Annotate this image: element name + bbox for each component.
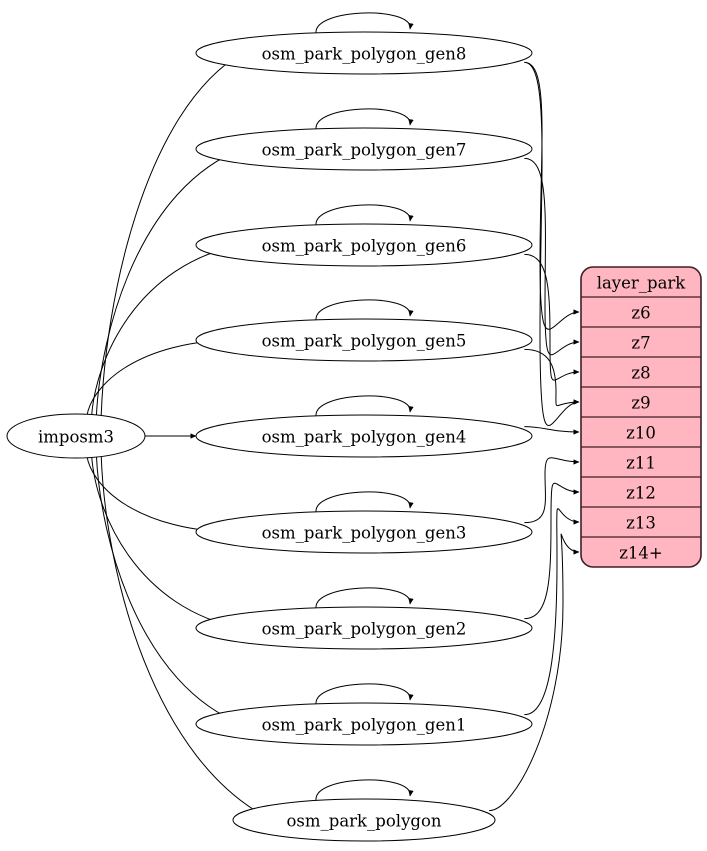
edge-gen6-to-z8 — [524, 253, 580, 381]
node-gen2-label: osm_park_polygon_gen2 — [262, 620, 467, 639]
node-gen6[interactable]: osm_park_polygon_gen6 — [195, 223, 533, 267]
node-imposm3[interactable]: imposm3 — [6, 413, 146, 459]
edge-gen8-to-z6 — [524, 61, 580, 330]
node-gen8-shape — [195, 31, 533, 75]
node-base-shape — [232, 798, 496, 842]
self-loop-gen7 — [315, 108, 414, 130]
edge-imposm3-to-gen7 — [95, 147, 244, 417]
node-gen7-shape — [195, 127, 533, 171]
nodes-ellipses: imposm3 osm_park_polygon_gen8 osm_park_pol… — [6, 31, 533, 842]
layer-park-row-z11[interactable]: z11 — [626, 454, 656, 473]
layer-park-row-z13[interactable]: z13 — [626, 514, 656, 533]
layer-park-row-z10[interactable]: z10 — [626, 424, 656, 443]
node-base[interactable]: osm_park_polygon — [232, 798, 496, 842]
node-gen1-label: osm_park_polygon_gen1 — [262, 716, 467, 735]
node-gen5-shape — [195, 318, 533, 362]
edge-imposm3-to-gen6 — [91, 242, 244, 417]
edge-imposm3-to-gen2 — [91, 455, 244, 631]
edge-gen2-to-z12 — [524, 482, 580, 620]
node-gen6-shape — [195, 223, 533, 267]
layer-park-record: layer_park z6 z7 z8 z9 z10 z11 z12 z13 z14+ — [580, 266, 702, 568]
node-gen4[interactable]: osm_park_polygon_gen4 — [195, 414, 533, 458]
layer-park-row-z9[interactable]: z9 — [631, 394, 650, 413]
edge-gen4-to-z10 — [524, 426, 580, 435]
edge-base-to-z14+ — [489, 533, 580, 812]
node-imposm3-label: imposm3 — [38, 428, 114, 447]
layer-park-row-z12[interactable]: z12 — [626, 484, 656, 503]
edge-gen8-to-z9 — [524, 61, 580, 427]
edge-gen1-to-z13 — [524, 508, 580, 716]
edge-imposm3-to-gen8 — [100, 51, 244, 417]
node-gen4-label: osm_park_polygon_gen4 — [262, 428, 467, 447]
self-loop-gen1 — [315, 683, 414, 705]
node-gen5-label: osm_park_polygon_gen5 — [262, 332, 467, 351]
layer-park-header-label: layer_park — [597, 274, 687, 293]
node-imposm3-shape — [6, 413, 146, 459]
node-base-label: osm_park_polygon — [286, 812, 441, 831]
node-gen7-label: osm_park_polygon_gen7 — [262, 141, 467, 160]
self-loop-gen4 — [315, 395, 414, 417]
node-gen8[interactable]: osm_park_polygon_gen8 — [195, 31, 533, 75]
self-loop-gen8 — [315, 12, 414, 34]
node-gen8-label: osm_park_polygon_gen8 — [262, 45, 467, 64]
self-loop-gen3 — [315, 491, 414, 513]
self-loop-gen6 — [315, 204, 414, 226]
node-gen3-shape — [195, 510, 533, 554]
node-gen6-label: osm_park_polygon_gen6 — [262, 237, 467, 256]
node-gen5[interactable]: osm_park_polygon_gen5 — [195, 318, 533, 362]
edges-tables-to-layer — [489, 61, 580, 812]
layer-park-row-z8[interactable]: z8 — [631, 364, 650, 383]
layer-park-row-z7[interactable]: z7 — [631, 334, 650, 353]
edge-imposm3-to-gen1 — [95, 455, 244, 726]
node-gen3[interactable]: osm_park_polygon_gen3 — [195, 510, 533, 554]
self-loop-gen2 — [315, 587, 414, 609]
node-gen2-shape — [195, 606, 533, 650]
layer-park-row-z6[interactable]: z6 — [631, 304, 650, 323]
layer-park-body: layer_park z6 z7 z8 z9 z10 z11 z12 z13 z14+ — [581, 267, 701, 567]
node-gen3-label: osm_park_polygon_gen3 — [262, 524, 467, 543]
layer-park-row-z14+[interactable]: z14+ — [619, 544, 663, 563]
edge-gen3-to-z11 — [524, 457, 580, 524]
edge-gen5-to-z9 — [524, 348, 580, 407]
node-gen4-shape — [195, 414, 533, 458]
self-loop-base — [315, 779, 414, 801]
node-gen1[interactable]: osm_park_polygon_gen1 — [195, 702, 533, 746]
node-gen2[interactable]: osm_park_polygon_gen2 — [195, 606, 533, 650]
node-gen7[interactable]: osm_park_polygon_gen7 — [195, 127, 533, 171]
self-loop-gen5 — [315, 299, 414, 321]
edges-self-loops — [315, 12, 414, 801]
node-gen1-shape — [195, 702, 533, 746]
edge-imposm3-to-base — [100, 455, 274, 822]
edge-gen7-to-z7 — [524, 157, 580, 356]
layer-park-outline — [580, 266, 702, 568]
edges-source-to-tables — [86, 51, 274, 822]
